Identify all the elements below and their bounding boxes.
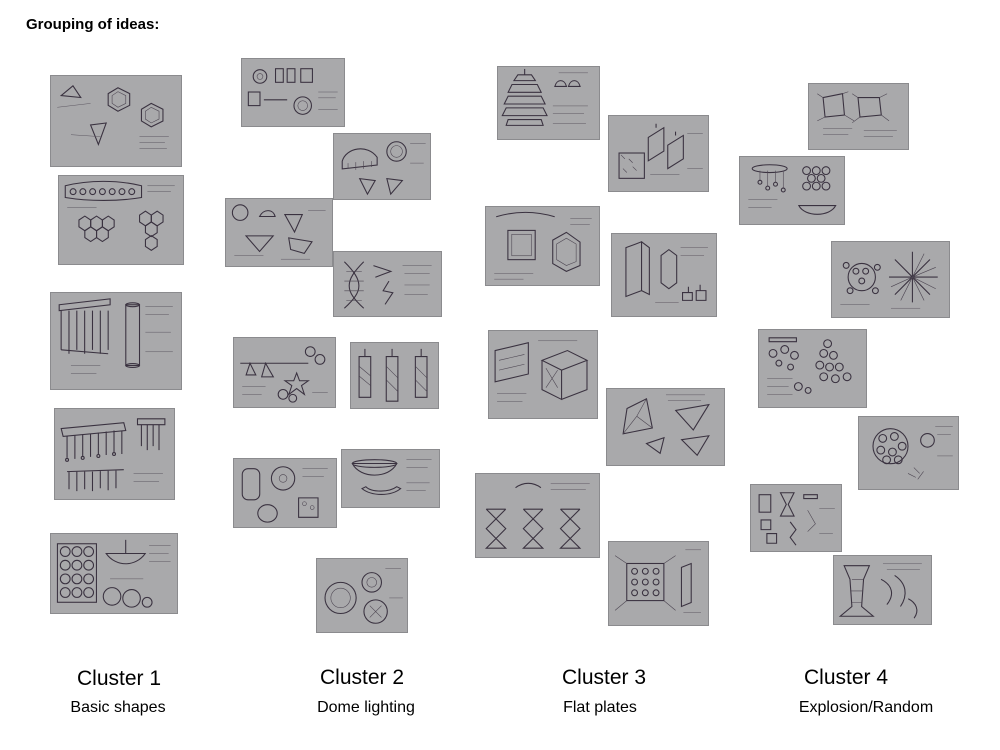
sketch-card [608,115,709,192]
sketch-card [808,83,909,150]
sketch-card [50,75,182,167]
cluster-4-title: Cluster 4 [803,666,889,689]
sketch-card [858,416,959,490]
sketch-card [58,175,184,265]
sketch-card [333,251,442,317]
cluster-3-title: Cluster 3 [561,666,647,689]
cluster-1-subtitle: Basic shapes [70,699,166,716]
sketch-card [225,198,333,267]
sketch-card [316,558,408,633]
sketch-card [341,449,440,508]
sketch-card [606,388,725,466]
sketch-card [485,206,600,286]
cluster-1-title: Cluster 1 [76,667,162,690]
sketch-card [488,330,598,419]
sketch-card [497,66,600,140]
sketch-card [739,156,845,225]
cluster-2-title: Cluster 2 [319,666,405,689]
cluster-2-subtitle: Dome lighting [317,699,415,716]
cluster-4-subtitle: Explosion/Random [798,699,934,716]
sketch-card [608,541,709,626]
sketch-card [233,337,336,408]
sketch-card [54,408,175,500]
sketch-card [475,473,600,558]
cluster-3-subtitle: Flat plates [563,699,637,716]
sketch-card [831,241,950,318]
sketch-card [50,292,182,390]
sketch-card [50,533,178,614]
sketch-card [350,342,439,409]
sketch-card [333,133,431,200]
sketch-card [758,329,867,408]
sketch-card [241,58,345,127]
sketch-card [750,484,842,552]
sketch-card [233,458,337,528]
page-heading: Grouping of ideas: [26,16,160,33]
sketch-card [611,233,717,317]
sketch-card [833,555,932,625]
